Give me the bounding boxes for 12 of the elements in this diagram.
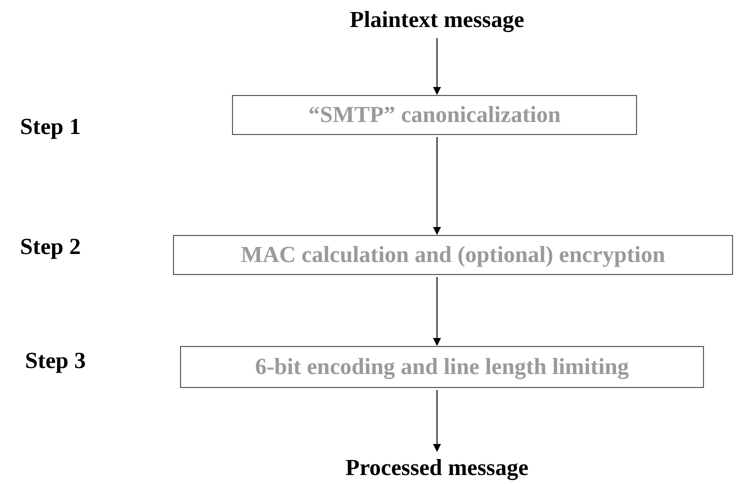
step-label: Step 2 <box>20 234 81 260</box>
process-box: MAC calculation and (optional) encryption <box>173 235 733 275</box>
arrow <box>433 38 441 95</box>
step-label: Step 1 <box>20 114 81 140</box>
step-label: Step 3 <box>25 348 86 374</box>
process-box: “SMTP” canonicalization <box>232 95 637 135</box>
message-label: Processed message <box>346 455 528 481</box>
message-label: Plaintext message <box>350 7 524 33</box>
arrow <box>433 390 441 452</box>
arrow <box>433 276 441 346</box>
arrow <box>433 136 441 235</box>
process-box: 6-bit encoding and line length limiting <box>180 346 704 388</box>
